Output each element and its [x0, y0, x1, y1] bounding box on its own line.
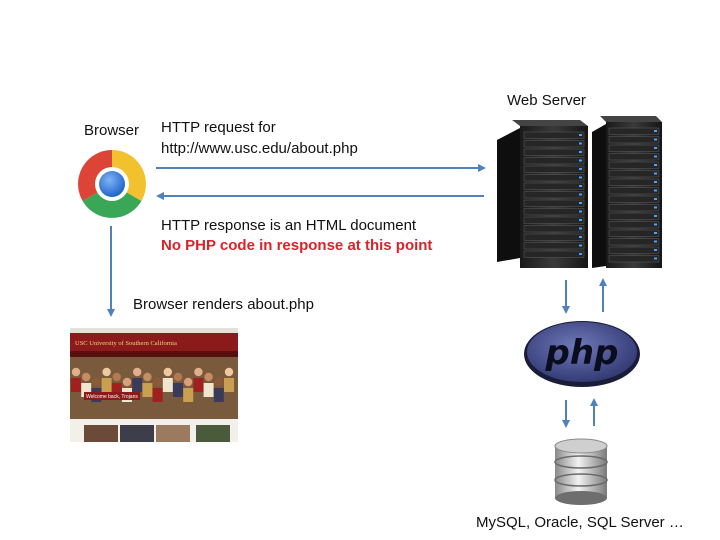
databases-label: MySQL, Oracle, SQL Server … — [476, 514, 684, 531]
usc-logo-text: USC University of Southern California — [75, 340, 177, 347]
usc-website-thumbnail: USC University of Southern California We… — [70, 328, 238, 442]
server-rack-icon — [497, 116, 662, 268]
chrome-browser-icon — [78, 150, 146, 218]
response-label-line1: HTTP response is an HTML document — [161, 217, 417, 234]
request-label-line2: http://www.usc.edu/about.php — [161, 140, 358, 157]
renders-label: Browser renders about.php — [133, 296, 314, 313]
database-cylinder-icon — [554, 438, 608, 505]
thumbnail-banner-text: Welcome back, Trojans — [86, 394, 138, 400]
request-label-line1: HTTP request for — [161, 119, 276, 136]
browser-label: Browser — [84, 122, 140, 139]
php-logo-icon: php — [524, 321, 640, 387]
usc-header-bar — [70, 333, 238, 351]
response-warning-label: No PHP code in response at this point — [161, 237, 433, 254]
php-logo-text: php — [545, 333, 619, 373]
web-server-label: Web Server — [507, 92, 586, 109]
